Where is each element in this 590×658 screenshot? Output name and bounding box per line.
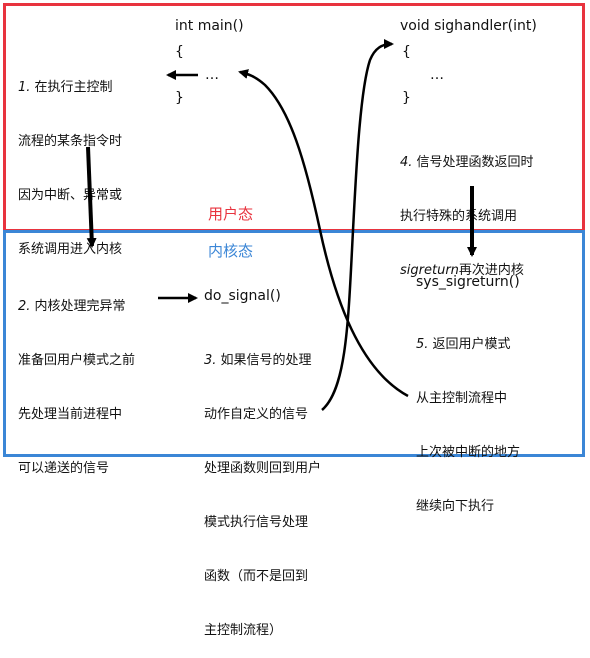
step-4-line-1: 信号处理函数返回时	[416, 155, 534, 170]
main-open-brace: {	[175, 44, 184, 60]
step-1-line-1: 在执行主控制	[34, 80, 113, 95]
arrow-do-signal-to-sighandler	[321, 39, 394, 411]
step-5-number: 5.	[416, 337, 429, 352]
step-5-line-1: 返回用户模式	[432, 337, 511, 352]
step-3-line-4: 模式执行信号处理	[204, 515, 309, 530]
sighandler-close-brace: }	[402, 90, 411, 106]
kernel-mode-label: 内核态	[208, 242, 254, 260]
step-5-line-3: 上次被中断的地方	[416, 445, 521, 460]
step-1-number: 1.	[18, 80, 31, 95]
user-mode-label: 用户态	[208, 205, 254, 223]
step-3-line-3: 处理函数则回到用户	[204, 461, 322, 476]
step-4-number: 4.	[400, 155, 413, 170]
sighandler-ellipsis: …	[430, 67, 444, 83]
step-2-number: 2.	[18, 299, 31, 314]
sys-sigreturn-label: sys_sigreturn()	[416, 274, 520, 290]
step-4-text: 4. 信号处理函数返回时 执行特殊的系统调用 sigreturn再次进内核	[400, 118, 534, 298]
step-2-line-1: 内核处理完异常	[34, 299, 126, 314]
step-3-line-2: 动作自定义的信号	[204, 407, 309, 422]
main-close-brace: }	[175, 90, 184, 106]
step-2-line-3: 先处理当前进程中	[18, 407, 123, 422]
do-signal-label: do_signal()	[204, 288, 281, 304]
step-3-line-1: 如果信号的处理	[220, 353, 312, 368]
flow-arrows	[86, 39, 477, 411]
sighandler-function-header: void sighandler(int)	[400, 18, 537, 34]
step-2-line-2: 准备回用户模式之前	[18, 353, 136, 368]
step-1-text: 1. 在执行主控制 流程的某条指令时 因为中断、异常或 系统调用进入内核	[18, 43, 122, 277]
arrow-sys-sigreturn-to-main	[238, 69, 409, 398]
step-3-number: 3.	[204, 353, 217, 368]
kernel-mode-region	[3, 230, 585, 457]
main-function-header: int main()	[175, 18, 244, 34]
step-3-line-6: 主控制流程）	[204, 623, 283, 638]
step-5-line-4: 继续向下执行	[416, 499, 495, 514]
step-1-line-3: 因为中断、异常或	[18, 188, 123, 203]
step-4-line-2: 执行特殊的系统调用	[400, 209, 518, 224]
step-4-line-3: 再次进内核	[458, 263, 524, 278]
step-2-line-4: 可以递送的信号	[18, 461, 110, 476]
step-3-line-5: 函数（而不是回到	[204, 569, 309, 584]
step-5-line-2: 从主控制流程中	[416, 391, 508, 406]
arrow-step1-down	[86, 146, 97, 248]
step-1-line-2: 流程的某条指令时	[18, 134, 123, 149]
sighandler-open-brace: {	[402, 44, 411, 60]
step-4-sigreturn: sigreturn	[400, 263, 459, 278]
main-ellipsis: …	[205, 67, 219, 83]
